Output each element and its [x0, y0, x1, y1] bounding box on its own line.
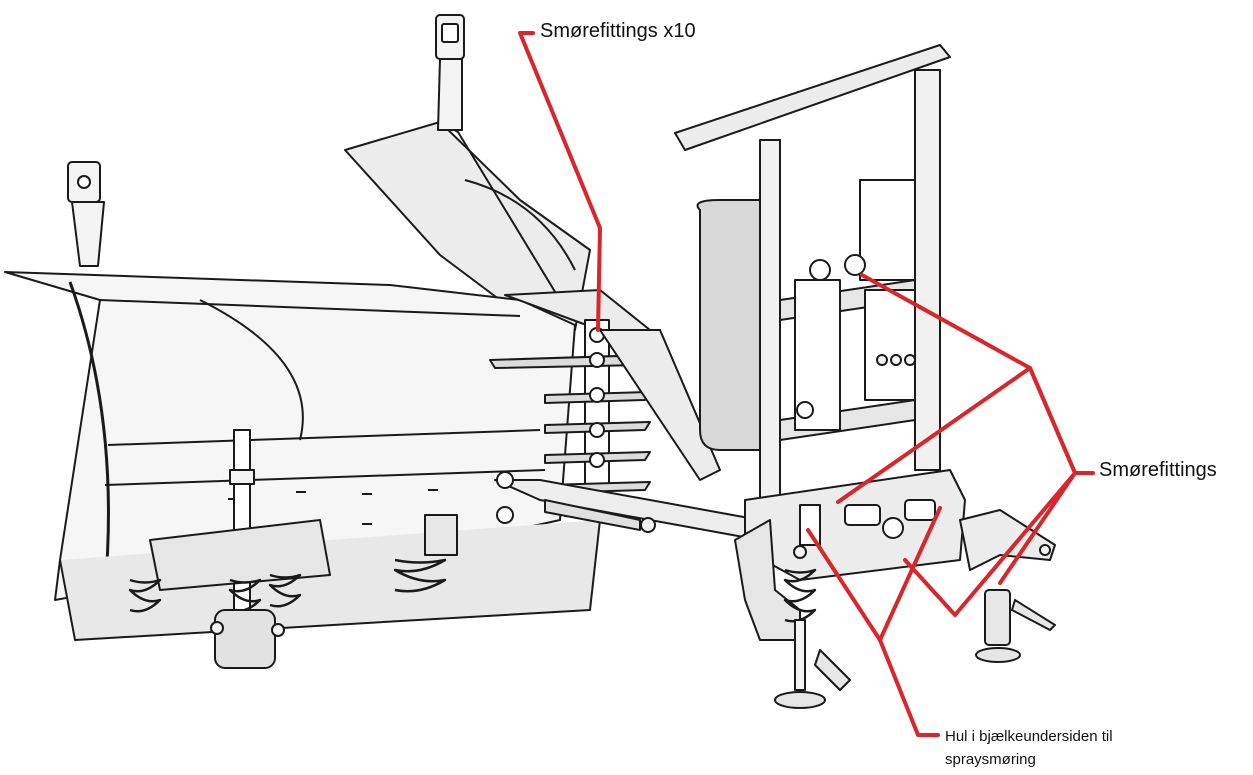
- right-mount-foot: [959, 509, 1056, 663]
- top-blade-marker-post: [435, 14, 465, 131]
- right-blade-spring: [393, 514, 458, 593]
- push-frame: [494, 329, 761, 541]
- callout-grease-fittings-x10: Smørefittings x10: [540, 20, 696, 42]
- callout-spray-lubrication-hole: Hul i bjælkeundersiden til spraysmøring: [945, 725, 1195, 771]
- left-blade-marker-post: [67, 161, 105, 267]
- left-mount-foot: [734, 519, 851, 709]
- leader-bottom-to-beam-left: [806, 528, 940, 737]
- leader-top-grease-fittings: [518, 31, 602, 332]
- leader-lines: [518, 31, 1095, 737]
- plow-drawing: [4, 14, 1056, 709]
- callout-grease-fittings: Smørefittings: [1099, 459, 1217, 481]
- leader-right-to-side: [998, 471, 1077, 585]
- left-shoe-assembly: [128, 429, 331, 669]
- leader-right-to-foot: [903, 471, 1077, 617]
- leader-right-to-beam: [836, 366, 1077, 504]
- leader-bottom-to-beam-right: [878, 506, 942, 642]
- shoe-springs: [128, 573, 302, 613]
- main-blade: [4, 271, 601, 641]
- callout-spray-hole-line2: spraysmøring: [945, 751, 1036, 768]
- mast-frame: [674, 44, 951, 521]
- callout-spray-hole-line1: Hul i bjælkeundersiden til: [945, 728, 1113, 745]
